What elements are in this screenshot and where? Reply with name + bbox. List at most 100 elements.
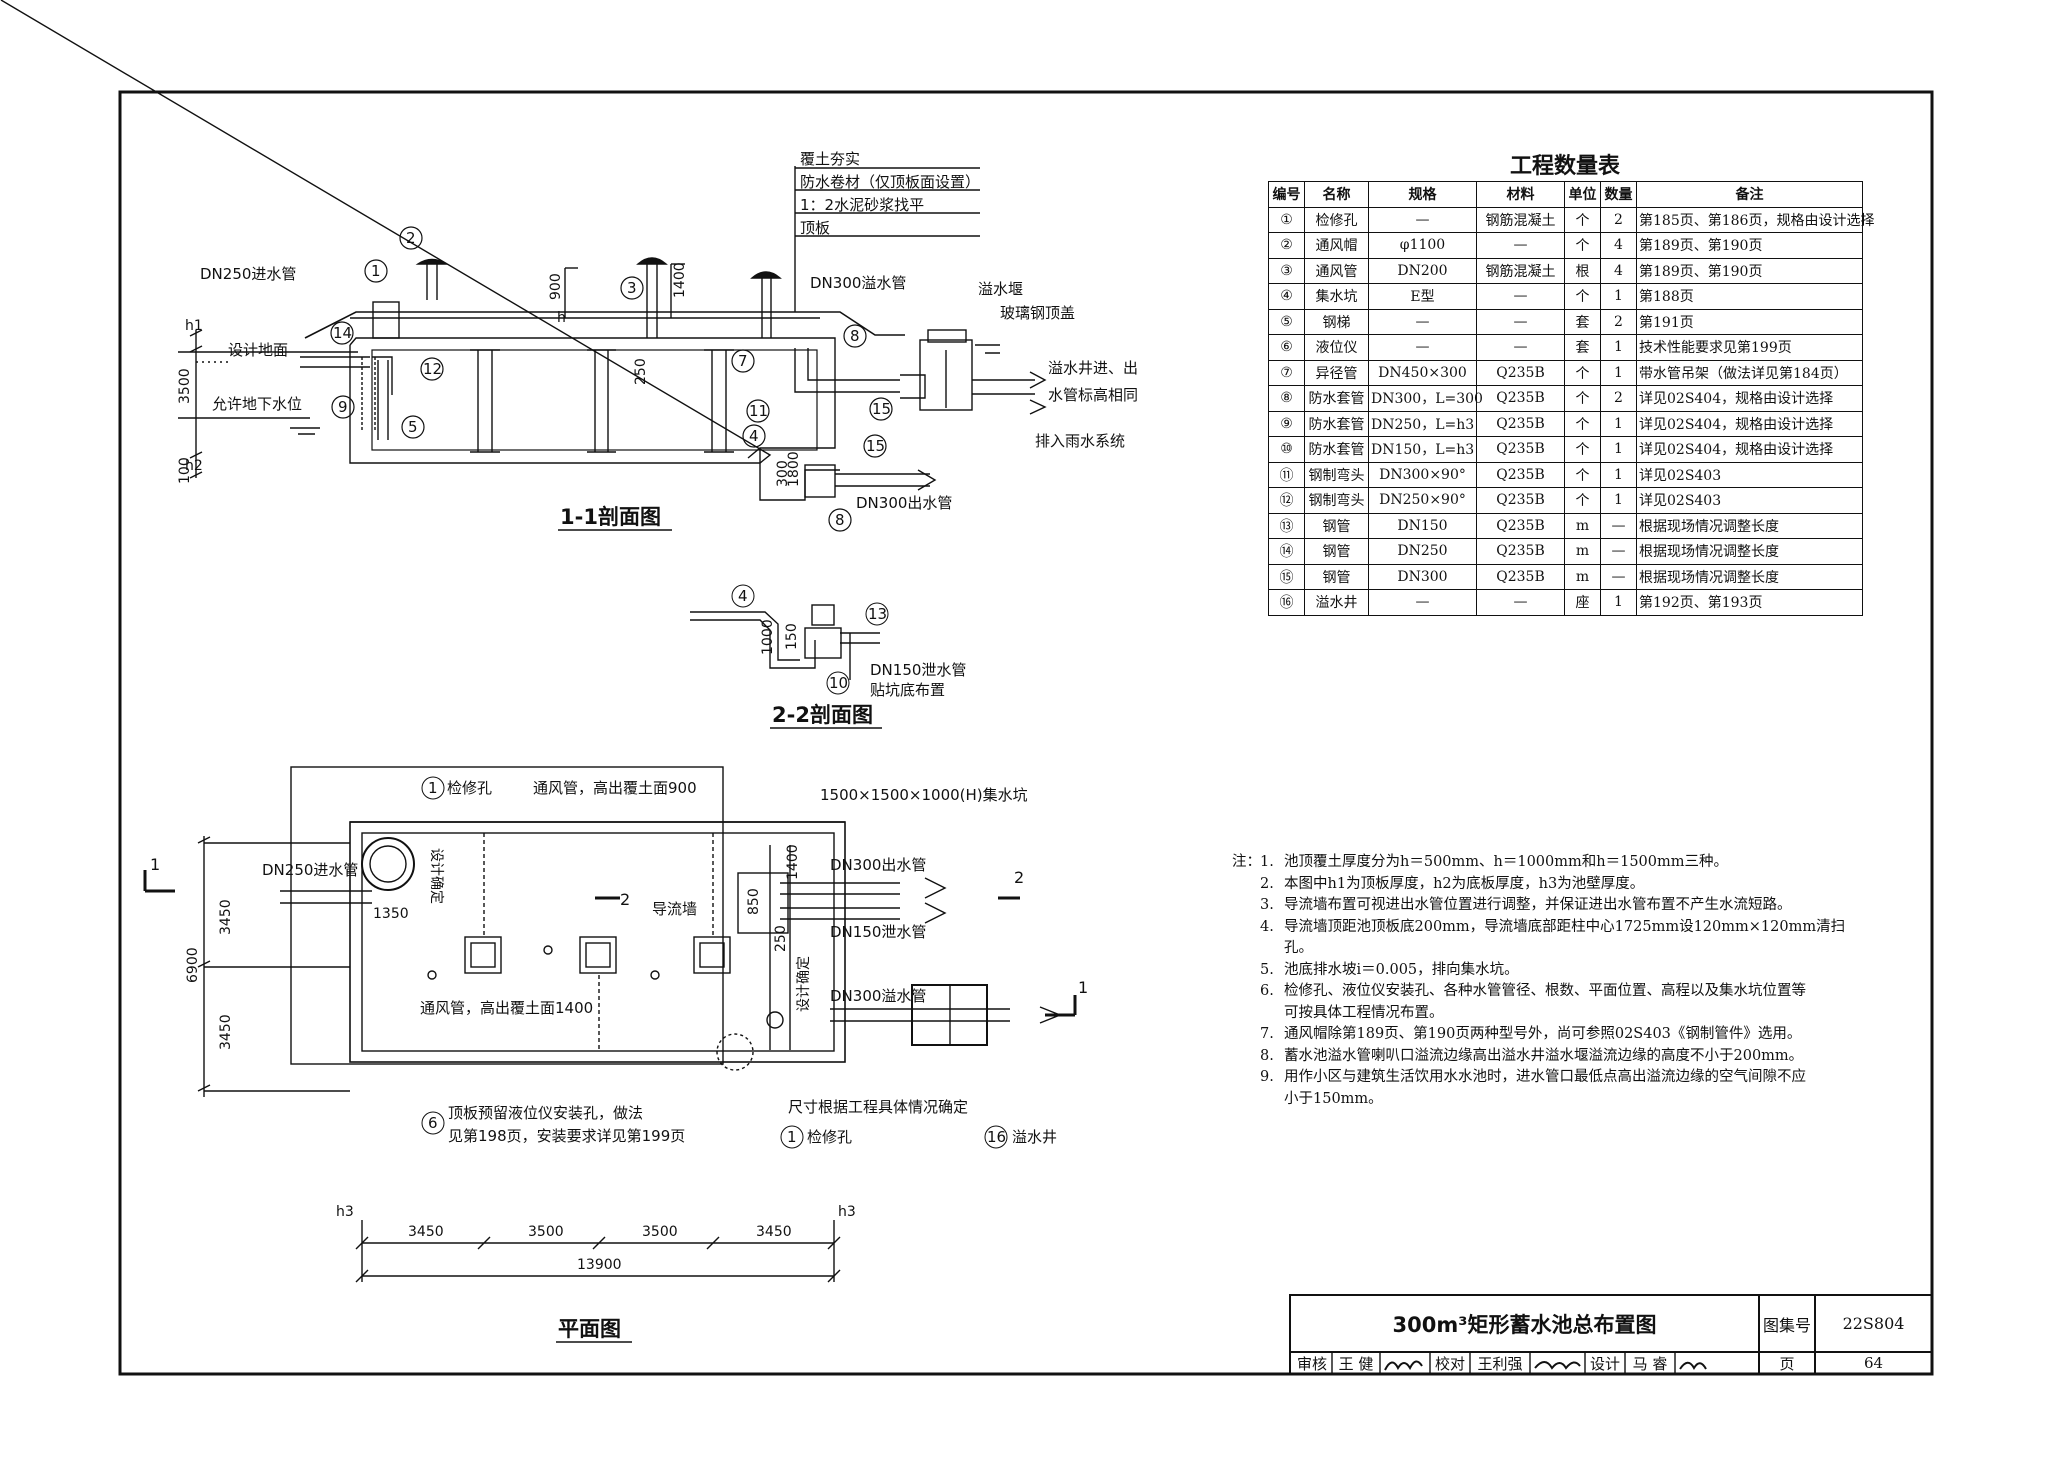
- total-dim: 13900: [577, 1257, 622, 1273]
- sheet-border: [118, 90, 1934, 1376]
- note-text: 检修孔、液位仪安装孔、各种水管管径、根数、平面位置、高程以及集水坑位置等: [1284, 983, 1806, 999]
- cell-name: 集水坑: [1304, 283, 1369, 310]
- dim-1400: 1400: [672, 262, 688, 298]
- cell-spec: DN300: [1368, 563, 1477, 590]
- header-spec: 规格: [1368, 181, 1477, 208]
- cell-remark: 根据现场情况调整长度: [1636, 563, 1863, 590]
- cell-name: 钢制弯头: [1304, 461, 1369, 488]
- level-hole-note-1: 顶板预留液位仪安装孔，做法: [448, 1104, 643, 1122]
- note-text: 用作小区与建筑生活饮用水水池时，进水管口最低点高出溢流边缘的空气间隙不应: [1284, 1069, 1806, 1085]
- cell-spec: DN300×90°: [1368, 461, 1477, 488]
- cell-name: 溢水井: [1304, 589, 1369, 616]
- drain-pipe-note-2: 贴坑底布置: [870, 681, 945, 699]
- title-block-frame: [1289, 1294, 1933, 1375]
- dim-6900: 6900: [185, 947, 201, 983]
- plan-title: 平面图: [558, 1317, 621, 1341]
- note-item: 4. 导流墙顶距池顶板底200mm，导流墙底部距柱中心1725mm设120mm×1…: [1232, 917, 1872, 960]
- cell-unit: 个: [1564, 359, 1601, 386]
- design-label: 设计: [1589, 1354, 1620, 1373]
- note-text: 池顶覆土厚度分为h＝500mm、h＝1000mm和h＝1500mm三种。: [1284, 854, 1728, 870]
- page-label: 页: [1779, 1354, 1795, 1373]
- svg-text:10: 10: [829, 674, 848, 692]
- layer-2: 防水卷材（仅顶板面设置）: [800, 173, 980, 191]
- plan-view: [143, 766, 1077, 1283]
- reviewer-name: 王 健: [1338, 1354, 1374, 1373]
- note-item: 6.检修孔、液位仪安装孔、各种水管管径、根数、平面位置、高程以及集水坑位置等: [1232, 981, 1872, 1003]
- dim-3450-top: 3450: [218, 899, 234, 935]
- svg-text:11: 11: [749, 402, 768, 420]
- level-hole-note-2: 见第198页，安装要求详见第199页: [448, 1127, 685, 1145]
- cell-remark: 详见02S404，规格由设计选择: [1636, 385, 1863, 412]
- svg-text:4: 4: [738, 587, 748, 605]
- bottom-dim-1: 3450: [408, 1224, 444, 1240]
- overflow-pipe-label: DN300溢水管: [810, 274, 906, 292]
- cell-name: 通风管: [1304, 257, 1369, 284]
- inspection-hole-label: 检修孔: [447, 779, 492, 797]
- cell-spec: DN250×90°: [1368, 487, 1477, 514]
- dim-250: 250: [633, 358, 649, 385]
- note-number: 5.: [1260, 961, 1274, 978]
- note-text: 小于150mm。: [1284, 1090, 1383, 1107]
- atlas-number: 22S804: [1842, 1314, 1905, 1333]
- cell-qty: —: [1600, 512, 1637, 539]
- note-item: 可按具体工程情况布置。: [1232, 1003, 1872, 1025]
- note-text: 可按具体工程情况布置。: [1284, 1004, 1444, 1021]
- review-label: 审核: [1296, 1354, 1327, 1373]
- cell-unit: 个: [1564, 461, 1601, 488]
- vent-1400-label: 通风管，高出覆土面1400: [420, 999, 593, 1017]
- note-text: 导流墙布置可视进出水管位置进行调整，并保证进出水管布置不产生水流短路。: [1284, 897, 1792, 913]
- cell-unit: 个: [1564, 410, 1601, 437]
- weir-label: 溢水堰: [978, 280, 1023, 298]
- cell-unit: 个: [1564, 487, 1601, 514]
- well-note-1: 溢水井进、出: [1048, 359, 1138, 377]
- dim-850: 850: [746, 888, 762, 915]
- cell-material: 钢筋混凝土: [1476, 257, 1565, 284]
- cell-qty: 2: [1600, 206, 1637, 233]
- svg-text:7: 7: [738, 352, 748, 370]
- check-label: 校对: [1434, 1354, 1465, 1373]
- note-number: 2.: [1260, 875, 1274, 892]
- layer-3: 1：2水泥砂浆找平: [800, 196, 924, 214]
- cell-remark: 根据现场情况调整长度: [1636, 538, 1863, 565]
- dim-1350: 1350: [373, 906, 409, 922]
- groundwater-label: 允许地下水位: [212, 395, 302, 413]
- svg-text:4: 4: [749, 427, 759, 445]
- dim-900: 900: [548, 273, 564, 300]
- note-text: 导流墙顶距池顶板底200mm，导流墙底部距柱中心1725mm设120mm×120…: [1284, 918, 1846, 957]
- dim-250-plan: 250: [773, 925, 789, 952]
- drain-label: 排入雨水系统: [1035, 432, 1125, 450]
- outlet-pipe-label: DN300出水管: [856, 494, 952, 512]
- cell-remark: 详见02S403: [1636, 461, 1863, 488]
- reviewer-signature: [1384, 1360, 1423, 1371]
- ladder: [377, 360, 389, 440]
- cell-remark: 第191页: [1636, 308, 1863, 335]
- cell-spec: —: [1368, 206, 1477, 233]
- svg-text:6: 6: [428, 1114, 438, 1132]
- svg-text:16: 16: [987, 1128, 1006, 1146]
- design-fixed-label-2: 设计确定: [796, 956, 812, 1012]
- bottom-dim-4: 3450: [756, 1224, 792, 1240]
- note-item: 3.导流墙布置可视进出水管位置进行调整，并保证进出水管布置不产生水流短路。: [1232, 895, 1872, 917]
- plan-inlet-label: DN250进水管: [262, 861, 358, 879]
- bottom-dim-2: 3500: [528, 1224, 564, 1240]
- dim-1800: 1800: [786, 451, 802, 487]
- note-item: 2.本图中h1为顶板厚度，h2为底板厚度，h3为池壁厚度。: [1232, 874, 1872, 896]
- vent-900-label: 通风管，高出覆土面900: [533, 779, 697, 797]
- qty-table-title: 工程数量表: [1509, 154, 1620, 179]
- cell-no: ⑮: [1268, 563, 1305, 590]
- cell-remark: 详见02S404，规格由设计选择: [1636, 436, 1863, 463]
- dim-3500: 3500: [177, 368, 193, 404]
- fiberglass-label: 玻璃钢顶盖: [1000, 304, 1075, 322]
- cell-remark: 第192页、第193页: [1636, 589, 1863, 616]
- cell-no: ⑦: [1268, 359, 1305, 386]
- cell-name: 防水套管: [1304, 436, 1369, 463]
- note-number: 4.: [1260, 918, 1274, 935]
